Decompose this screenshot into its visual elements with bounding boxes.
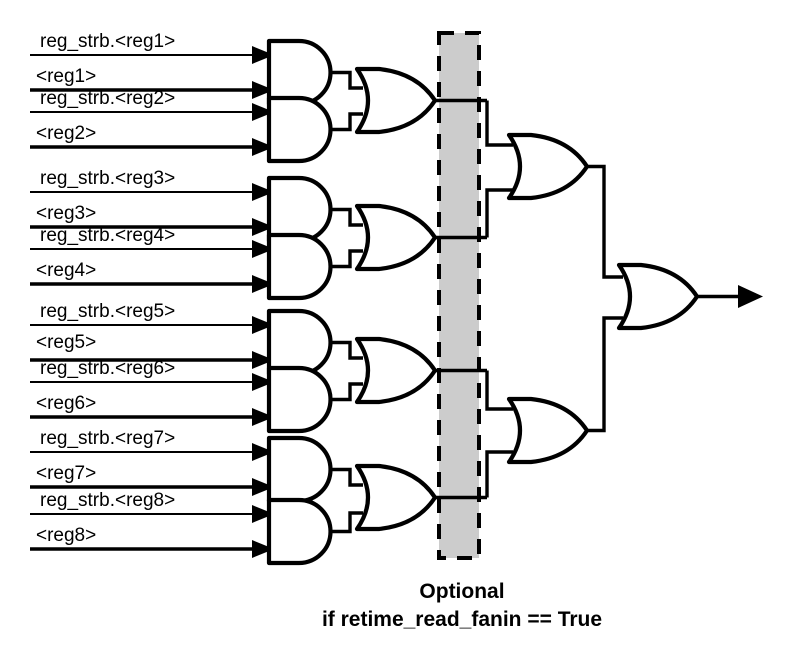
- strobe-label-3: reg_strb.<reg3>: [40, 168, 175, 189]
- and-gate-6: [269, 368, 331, 431]
- input-group-reg7: reg_strb.<reg7> <reg7>: [30, 428, 274, 496]
- strobe-arrowhead-1: [252, 46, 274, 64]
- wire-and8-to-or4: [331, 511, 363, 534]
- data-label-4: <reg4>: [36, 260, 96, 281]
- data-arrowhead-8: [252, 540, 274, 558]
- wire-and2-to-or1: [331, 112, 363, 132]
- and-gate-4: [269, 235, 331, 298]
- and-gate-1: [269, 41, 331, 104]
- data-arrowhead-6: [252, 408, 274, 426]
- data-arrowhead-5: [252, 351, 274, 369]
- or-gate-stage1-4: [357, 466, 435, 529]
- wire-or5-to-final: [586, 164, 623, 279]
- and-gate-8: [269, 500, 331, 563]
- input-group-reg5: reg_strb.<reg5> <reg5>: [30, 301, 274, 369]
- data-label-7: <reg7>: [36, 463, 96, 484]
- data-label-3: <reg3>: [36, 203, 96, 224]
- strobe-label-2: reg_strb.<reg2>: [40, 88, 175, 109]
- data-arrowhead-7: [252, 478, 274, 496]
- and-gate-3: [269, 178, 331, 241]
- wire-and7-to-or4: [331, 467, 363, 487]
- strobe-label-8: reg_strb.<reg8>: [40, 490, 175, 511]
- wire-box3-to-or6: [485, 370, 513, 411]
- or-gate-stage1-2: [357, 206, 435, 269]
- input-group-reg3: reg_strb.<reg3> <reg3>: [30, 168, 274, 236]
- wire-box2-to-or5: [485, 188, 513, 238]
- strobe-arrowhead-6: [252, 373, 274, 391]
- data-label-5: <reg5>: [36, 332, 96, 353]
- data-label-2: <reg2>: [36, 123, 96, 144]
- optional-retiming-box: [437, 31, 481, 560]
- strobe-label-5: reg_strb.<reg5>: [40, 301, 175, 322]
- wire-and1-to-or1: [331, 70, 363, 90]
- wire-box1-to-or5: [485, 100, 513, 147]
- wire-and4-to-or2: [331, 249, 363, 269]
- strobe-label-1: reg_strb.<reg1>: [40, 31, 175, 52]
- input-group-reg1: reg_strb.<reg1> <reg1>: [30, 31, 274, 99]
- and-gate-2: [269, 98, 331, 161]
- wire-and6-to-or3: [331, 382, 363, 402]
- strobe-arrowhead-4: [252, 240, 274, 258]
- data-arrowhead-4: [252, 275, 274, 293]
- caption-line-2: if retime_read_fanin == True: [322, 608, 602, 631]
- or-gate-final: [619, 265, 697, 328]
- strobe-arrowhead-5: [252, 316, 274, 334]
- strobe-arrowhead-8: [252, 505, 274, 523]
- caption-line-1: Optional: [419, 580, 504, 603]
- data-arrowhead-1: [252, 81, 274, 99]
- wire-box4-to-or6: [485, 450, 513, 498]
- strobe-label-4: reg_strb.<reg4>: [40, 225, 175, 246]
- strobe-arrowhead-3: [252, 183, 274, 201]
- input-group-reg8: reg_strb.<reg8> <reg8>: [30, 490, 274, 558]
- input-group-reg4: reg_strb.<reg4> <reg4>: [30, 225, 274, 293]
- data-label-8: <reg8>: [36, 525, 96, 546]
- input-group-reg2: reg_strb.<reg2> <reg2>: [30, 88, 274, 156]
- data-label-6: <reg6>: [36, 393, 96, 414]
- strobe-label-6: reg_strb.<reg6>: [40, 358, 175, 379]
- wire-and5-to-or3: [331, 340, 363, 360]
- or-gate-stage2-2: [509, 399, 587, 462]
- output-arrowhead: [738, 285, 763, 308]
- strobe-arrowhead-7: [252, 443, 274, 461]
- data-arrowhead-2: [252, 138, 274, 156]
- or-gate-stage1-1: [357, 69, 435, 132]
- and-gate-7: [269, 438, 331, 501]
- data-label-1: <reg1>: [36, 66, 96, 87]
- strobe-label-7: reg_strb.<reg7>: [40, 428, 175, 449]
- wire-or6-to-final: [586, 316, 623, 433]
- or-gate-stage2-1: [509, 135, 587, 198]
- input-group-reg6: reg_strb.<reg6> <reg6>: [30, 358, 274, 426]
- wire-and3-to-or2: [331, 207, 363, 227]
- and-gate-5: [269, 311, 331, 374]
- data-arrowhead-3: [252, 218, 274, 236]
- or-gate-stage1-3: [357, 339, 435, 402]
- strobe-arrowhead-2: [252, 103, 274, 121]
